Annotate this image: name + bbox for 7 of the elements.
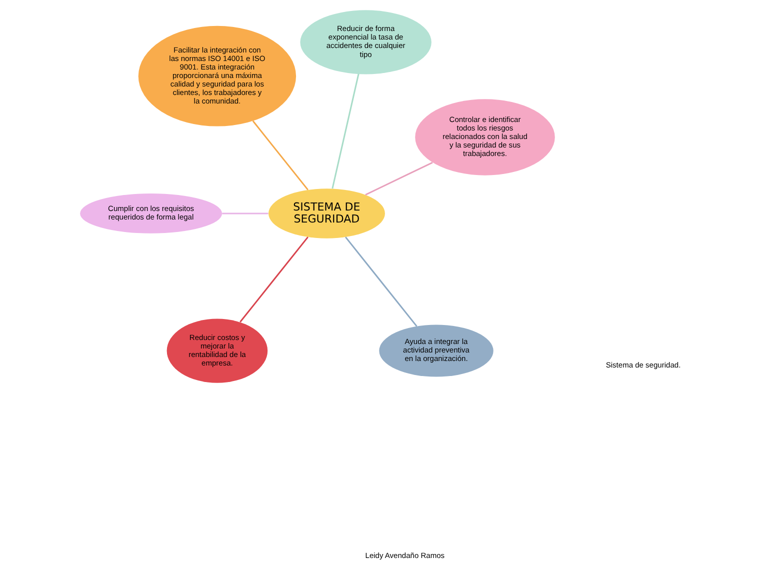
- connector: [222, 212, 268, 214]
- connector: [365, 162, 433, 196]
- connector: [252, 120, 308, 190]
- node-ellipse: SISTEMA DE SEGURIDAD: [268, 188, 385, 238]
- connector: [240, 236, 308, 322]
- connector: [344, 236, 418, 327]
- connector: [332, 74, 360, 189]
